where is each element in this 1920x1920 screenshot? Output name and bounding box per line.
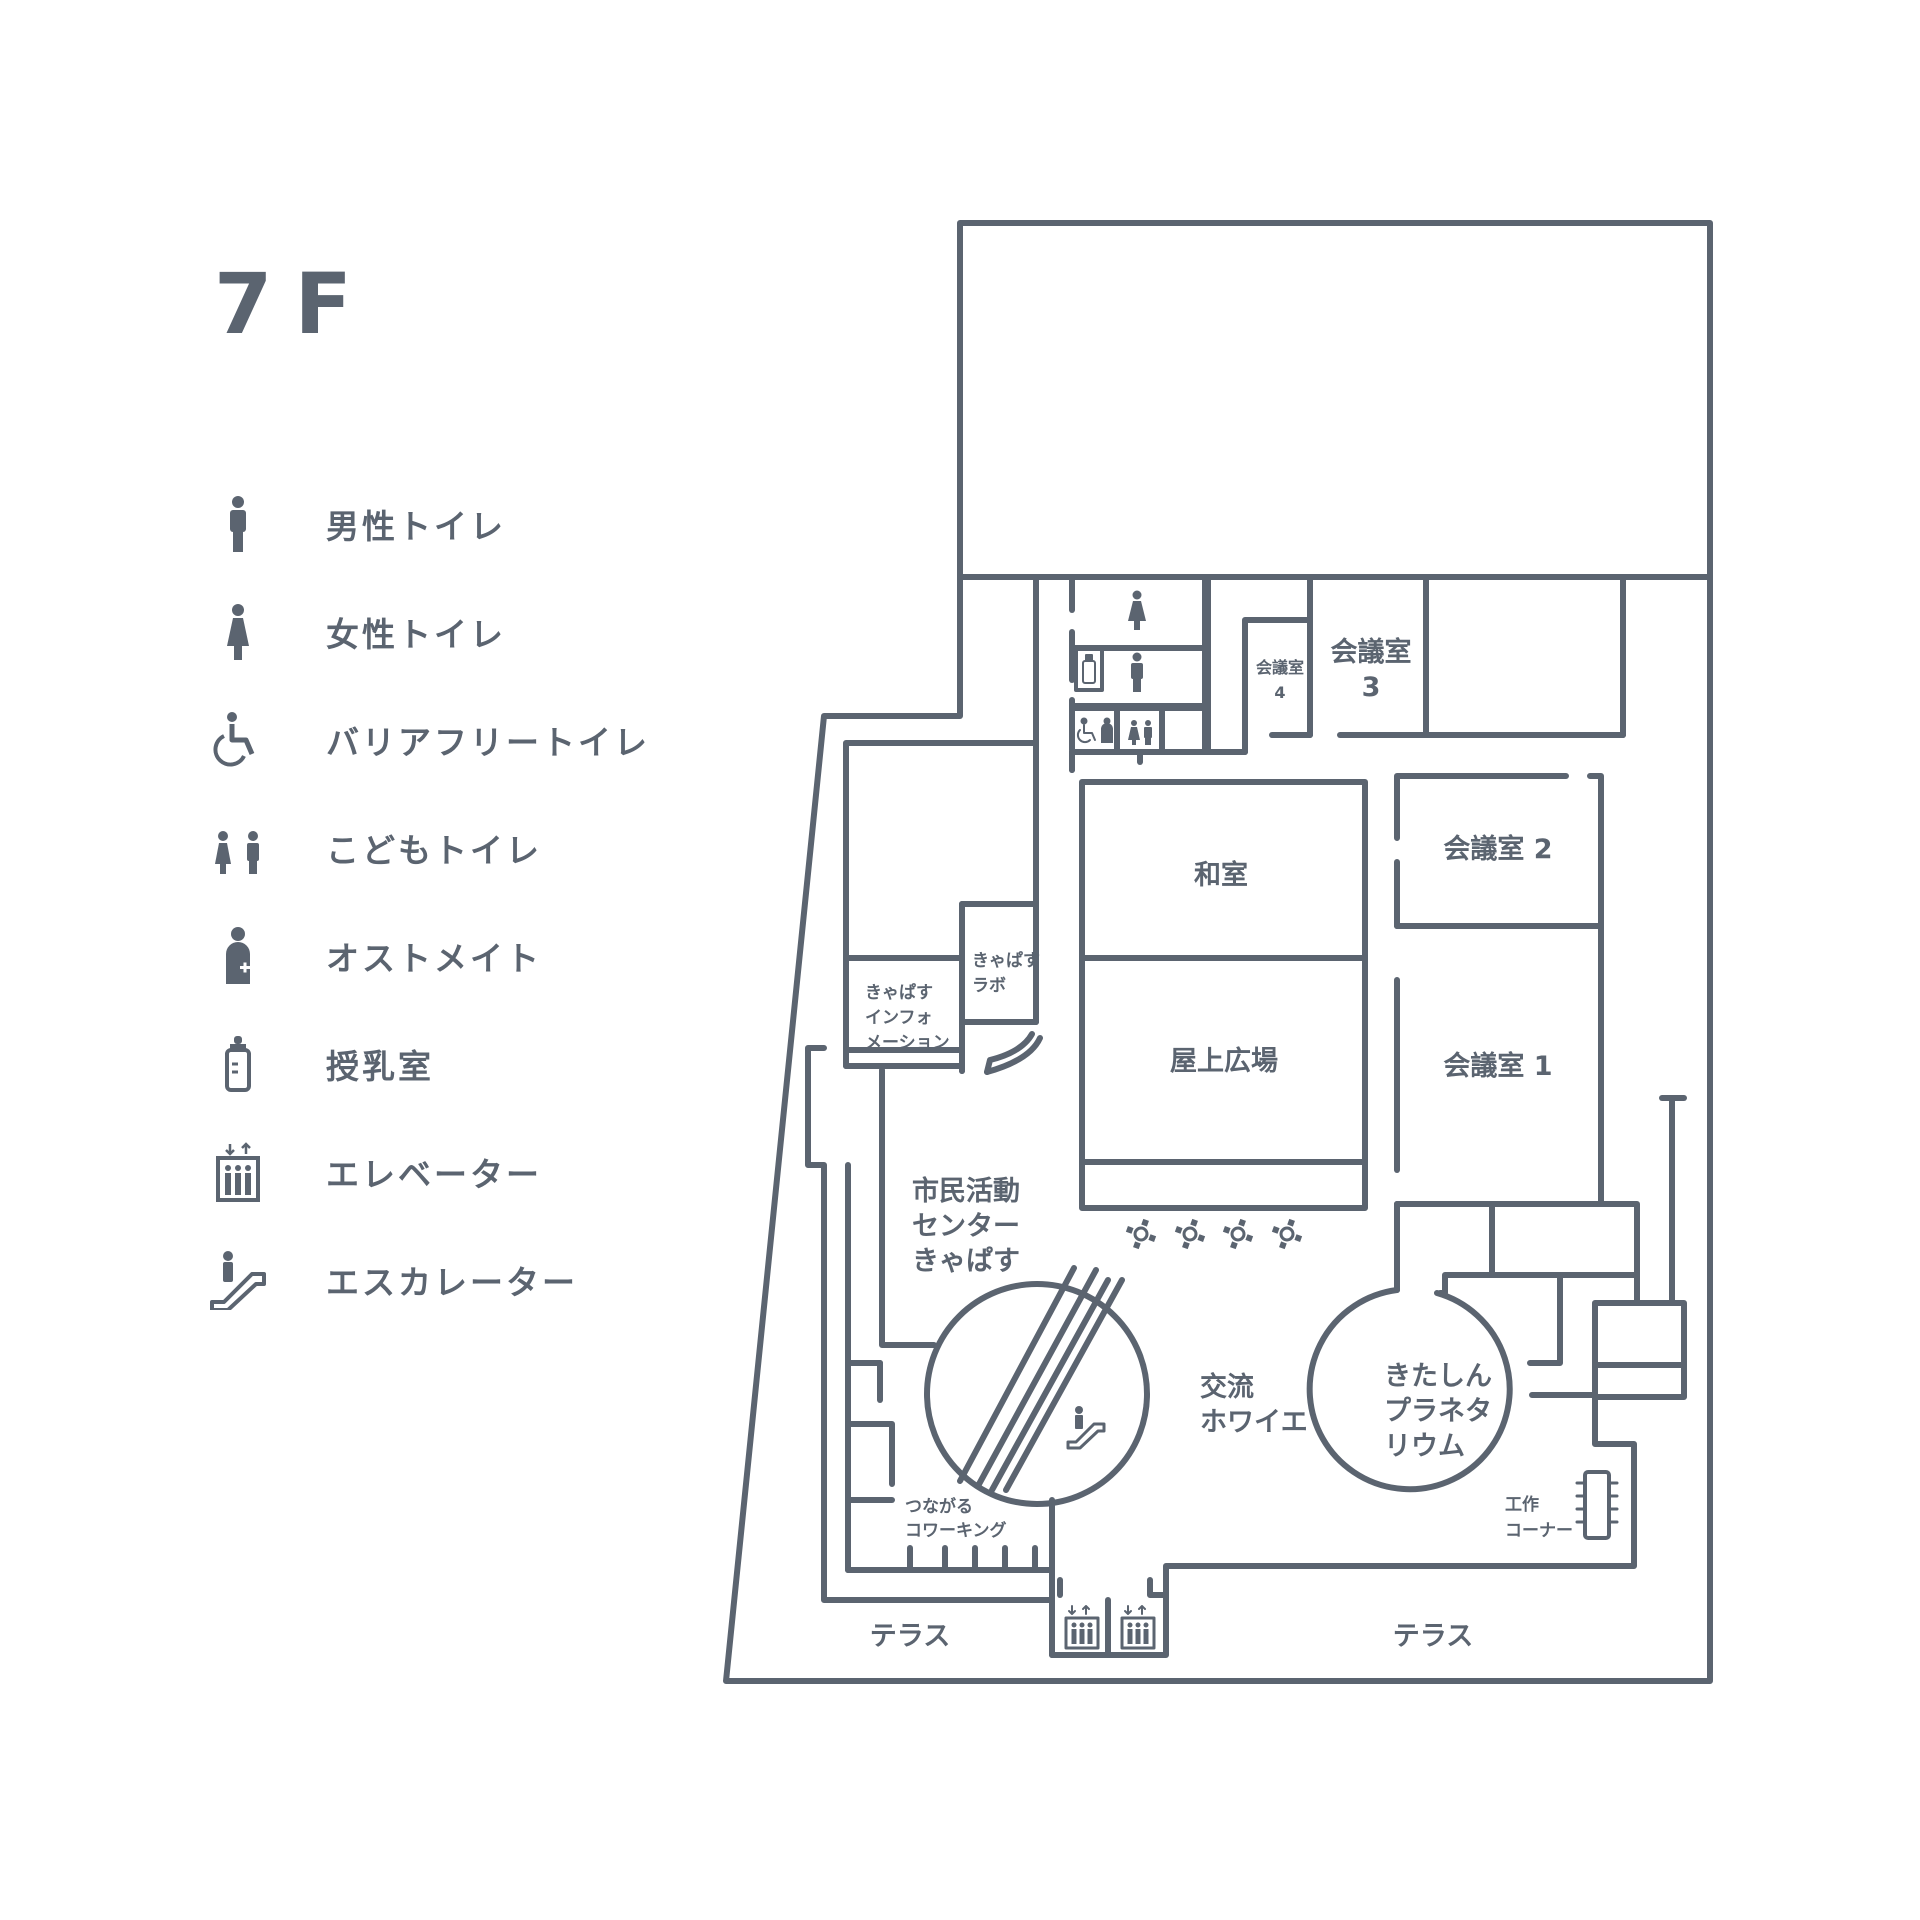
ostomate-icon <box>1101 717 1113 743</box>
legend-item-kids-toilet: こどもトイレ <box>208 794 728 902</box>
barrier-free-toilet-icon <box>1076 717 1096 744</box>
legend-item-nursing-room: 授乳室 <box>208 1010 728 1118</box>
legend-label: 授乳室 <box>326 1047 434 1086</box>
nursing-room-icon <box>1082 654 1096 684</box>
label-civic-center-1: 市民活動 <box>912 1175 1020 1207</box>
label-rooftop-plaza: 屋上広場 <box>1170 1045 1278 1077</box>
building-outline <box>723 220 1713 1684</box>
label-planetarium-3: リウム <box>1384 1431 1465 1462</box>
female-toilet-icon <box>227 604 249 660</box>
legend-item-barrier-free-toilet: バリアフリートイレ <box>208 686 728 794</box>
legend-label: 女性トイレ <box>326 615 506 654</box>
label-craft-1: 工作 <box>1505 1494 1539 1515</box>
legend-item-male-toilet: 男性トイレ <box>208 470 728 578</box>
label-craft-2: コーナー <box>1505 1521 1573 1541</box>
stool-icon <box>1272 1219 1302 1249</box>
elevator-icon <box>216 1142 260 1202</box>
label-meeting-room-4-name: 会議室 <box>1256 658 1304 677</box>
escalator-circle <box>924 1265 1150 1507</box>
legend-label: 男性トイレ <box>326 507 506 546</box>
label-coworking-2: コワーキング <box>905 1520 1007 1541</box>
floor-title: 7F <box>214 255 374 353</box>
barrier-free-toilet-icon <box>213 712 255 767</box>
label-meeting-room-4-num: 4 <box>1274 683 1285 702</box>
stool-icon <box>1126 1219 1156 1249</box>
label-meeting-room-3-num: 3 <box>1362 672 1381 703</box>
label-foyer-1: 交流 <box>1200 1371 1254 1403</box>
meeting-rooms-top <box>1202 577 1626 755</box>
legend-label: エスカレーター <box>326 1263 578 1302</box>
washitsu-rooftop-block <box>1079 779 1368 1211</box>
ostomate-icon <box>226 927 250 984</box>
label-planetarium-1: きたしん <box>1384 1361 1492 1392</box>
kids-toilet-icon <box>1128 720 1152 745</box>
legend-label: こどもトイレ <box>326 831 542 870</box>
label-planetarium-2: プラネタ <box>1384 1396 1492 1427</box>
label-foyer-2: ホワイエ <box>1200 1407 1308 1438</box>
meeting-rooms-right <box>1394 773 1687 1306</box>
legend-label: オストメイト <box>326 939 542 978</box>
label-capas-lab-1: きゃぱす <box>972 950 1040 971</box>
nursing-room-icon <box>225 1036 251 1092</box>
label-meeting-room-2: 会議室 2 <box>1443 833 1552 865</box>
capas-rooms <box>843 740 1043 1075</box>
legend-label: バリアフリートイレ <box>326 723 650 762</box>
stool-icon <box>1223 1219 1253 1249</box>
label-coworking-1: つながる <box>905 1496 973 1517</box>
elevator-shafts <box>1049 1577 1169 1658</box>
elevator-icon <box>1122 1606 1154 1648</box>
legend-item-elevator: エレベーター <box>208 1118 728 1226</box>
label-capas-info-1: きゃぱす <box>865 982 933 1003</box>
label-civic-center-3: きゃぱす <box>912 1246 1020 1277</box>
label-meeting-room-3-name: 会議室 <box>1331 636 1412 668</box>
stools <box>1126 1219 1302 1249</box>
label-capas-info-3: メーション <box>865 1033 950 1053</box>
kids-toilet-icon <box>215 831 259 874</box>
legend-item-ostomate: オストメイト <box>208 902 728 1010</box>
label-terrace-right: テラス <box>1393 1621 1473 1652</box>
map-icons <box>1066 590 1154 1649</box>
male-toilet-icon <box>230 496 246 552</box>
label-terrace-left: テラス <box>870 1621 950 1652</box>
toilet-block <box>1033 577 1208 1025</box>
planetarium <box>1163 1272 1687 1598</box>
label-washitsu: 和室 <box>1194 859 1248 891</box>
legend-item-female-toilet: 女性トイレ <box>208 578 728 686</box>
escalator-icon <box>210 1251 266 1310</box>
label-capas-lab-2: ラボ <box>972 976 1006 996</box>
female-toilet-icon <box>1128 590 1146 630</box>
room-labels: 和室 屋上広場 会議室 2 会議室 1 会議室 3 会議室 4 きゃぱす ラボ … <box>865 636 1573 1652</box>
legend-label: エレベーター <box>326 1155 542 1194</box>
male-toilet-icon <box>1131 652 1143 692</box>
legend-item-escalator: エスカレーター <box>208 1226 728 1334</box>
label-civic-center-2: センター <box>912 1211 1020 1242</box>
label-capas-info-2: インフォ <box>865 1008 933 1028</box>
elevator-icon <box>1066 1606 1098 1648</box>
left-corridor <box>805 1045 1055 1658</box>
label-meeting-room-1: 会議室 1 <box>1443 1050 1552 1082</box>
escalator-icon <box>1066 1406 1106 1450</box>
stool-icon <box>1175 1219 1205 1249</box>
legend: 男性トイレ 女性トイレ バリアフリートイレ こどもトイレ <box>208 470 728 1334</box>
